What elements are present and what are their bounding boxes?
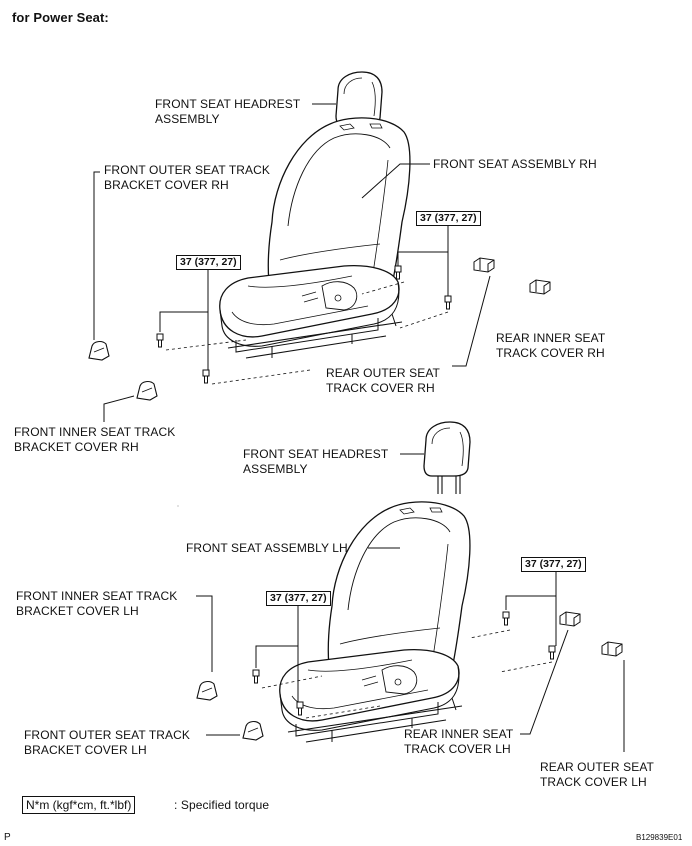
torque-spec-rh-right: 37 (377, 27) xyxy=(416,211,481,226)
page-letter: P xyxy=(4,832,11,843)
figure-code: B129839E01 xyxy=(636,833,683,842)
rear-outer-cover-rh-part xyxy=(473,257,495,273)
front-inner-cover-rh-part xyxy=(136,380,158,401)
rear-outer-cover-lh-part xyxy=(601,641,623,657)
front-outer-cover-rh-part xyxy=(88,340,110,361)
page-title: for Power Seat: xyxy=(12,10,109,25)
front-outer-cover-lh-part xyxy=(242,720,264,741)
label-front-inner-cover-lh: FRONT INNER SEAT TRACK BRACKET COVER LH xyxy=(16,589,178,618)
label-seat-assy-lh: FRONT SEAT ASSEMBLY LH xyxy=(186,541,348,555)
label-rear-outer-cover-rh: REAR OUTER SEAT TRACK COVER RH xyxy=(326,366,440,395)
legend-description: : Specified torque xyxy=(174,798,270,812)
label-front-outer-cover-rh: FRONT OUTER SEAT TRACK BRACKET COVER RH xyxy=(104,163,270,192)
label-headrest-lh: FRONT SEAT HEADREST ASSEMBLY xyxy=(243,447,389,476)
torque-spec-lh-right: 37 (377, 27) xyxy=(521,557,586,572)
rear-inner-cover-rh-part xyxy=(529,279,551,295)
torque-spec-lh-left: 37 (377, 27) xyxy=(266,591,331,606)
label-front-outer-cover-lh: FRONT OUTER SEAT TRACK BRACKET COVER LH xyxy=(24,728,190,757)
label-rear-inner-cover-rh: REAR INNER SEAT TRACK COVER RH xyxy=(496,331,606,360)
label-rear-inner-cover-lh: REAR INNER SEAT TRACK COVER LH xyxy=(404,727,514,756)
rear-inner-cover-lh-part xyxy=(559,611,581,627)
seat-rh-illustration xyxy=(219,117,411,359)
seat-lh-illustration xyxy=(279,501,471,743)
label-front-inner-cover-rh: FRONT INNER SEAT TRACK BRACKET COVER RH xyxy=(14,425,176,454)
label-seat-assy-rh: FRONT SEAT ASSEMBLY RH xyxy=(433,157,597,171)
label-rear-outer-cover-lh: REAR OUTER SEAT TRACK COVER LH xyxy=(540,760,654,789)
torque-spec-rh-left: 37 (377, 27) xyxy=(176,255,241,270)
legend-units-box: N*m (kgf*cm, ft.*lbf) xyxy=(22,796,136,814)
headrest-lh-illustration xyxy=(423,421,471,495)
front-inner-cover-lh-part xyxy=(196,680,218,701)
label-headrest-rh: FRONT SEAT HEADREST ASSEMBLY xyxy=(155,97,301,126)
